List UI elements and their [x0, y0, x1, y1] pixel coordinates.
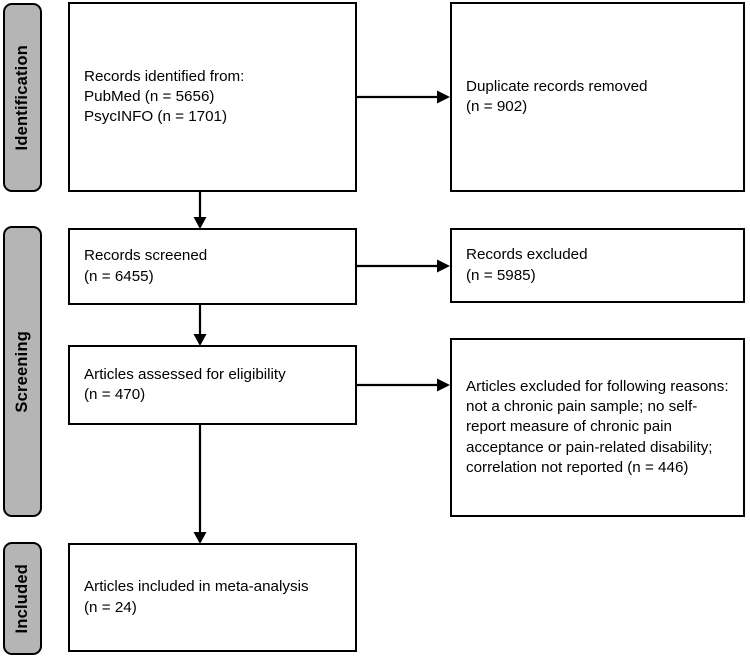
stage-bar-identification: Identification [3, 3, 42, 192]
stage-label-included: Included [13, 563, 32, 634]
stage-label-identification: Identification [13, 44, 32, 151]
box-duplicates-removed: Duplicate records removed (n = 902) [450, 2, 745, 192]
connector-assessed-to-excluded-reasons [357, 375, 452, 395]
stage-bar-included: Included [3, 542, 42, 655]
connector-screened-to-assessed [190, 305, 210, 347]
box-records-excluded-text: Records excluded (n = 5985) [466, 246, 588, 284]
connector-identified-to-duplicates [357, 87, 452, 107]
box-articles-included: Articles included in meta-analysis (n = … [68, 543, 357, 652]
box-records-screened-text: Records screened (n = 6455) [84, 247, 208, 285]
box-records-screened: Records screened (n = 6455) [68, 228, 357, 305]
box-articles-excluded-text: Articles excluded for following reasons:… [466, 377, 729, 476]
connector-assessed-to-included [190, 425, 210, 545]
box-duplicates-removed-text: Duplicate records removed (n = 902) [466, 77, 648, 115]
box-records-identified-text: Records identified from: PubMed (n = 565… [84, 67, 245, 126]
stage-label-screening: Screening [13, 330, 32, 413]
box-articles-included-text: Articles included in meta-analysis (n = … [84, 578, 309, 616]
box-articles-excluded: Articles excluded for following reasons:… [450, 338, 745, 517]
box-records-identified: Records identified from: PubMed (n = 565… [68, 2, 357, 192]
box-articles-assessed: Articles assessed for eligibility (n = 4… [68, 345, 357, 425]
connector-identified-to-screened [190, 192, 210, 230]
box-records-excluded: Records excluded (n = 5985) [450, 228, 745, 303]
box-articles-assessed-text: Articles assessed for eligibility (n = 4… [84, 365, 286, 403]
connector-screened-to-excluded [357, 256, 452, 276]
stage-bar-screening: Screening [3, 226, 42, 517]
